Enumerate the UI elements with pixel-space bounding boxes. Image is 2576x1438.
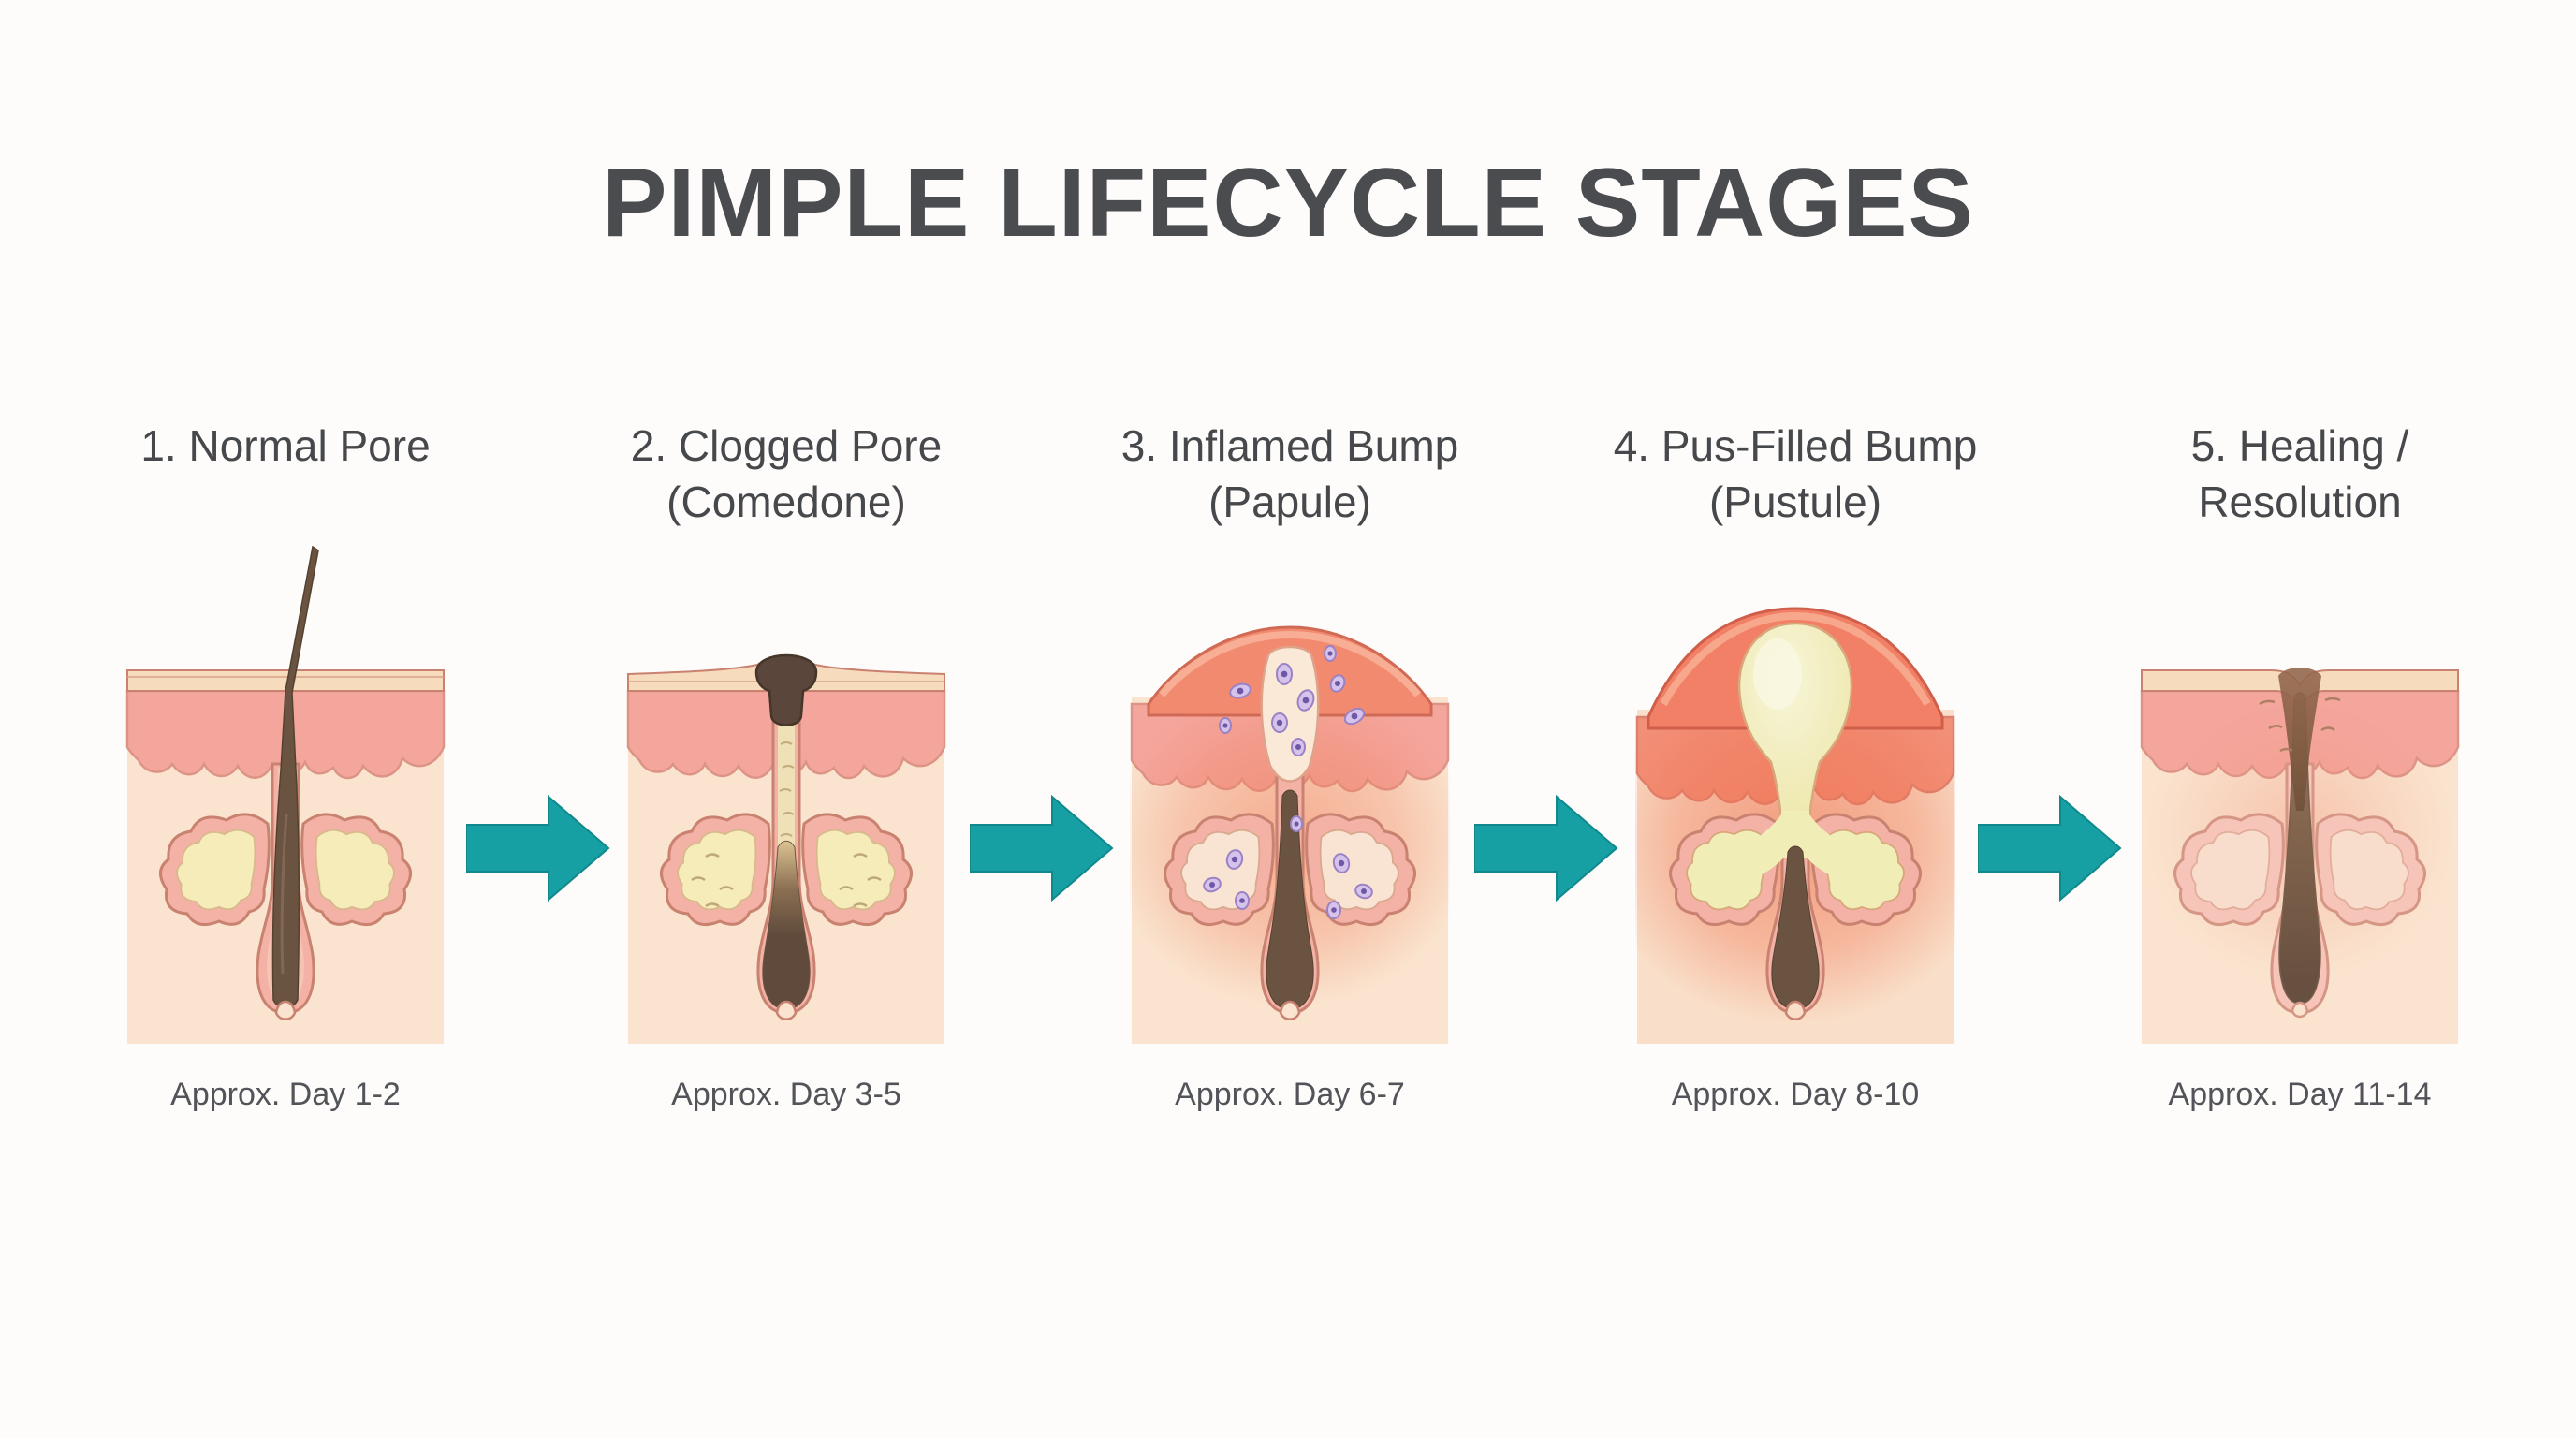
stage-1-illustration	[125, 545, 446, 1044]
stage-3-illustration	[1130, 625, 1450, 1044]
stage-caption: Approx. Day 1-2	[170, 1077, 401, 1112]
stage-caption: Approx. Day 8-10	[1671, 1077, 1920, 1112]
hair-shaft	[271, 545, 319, 1009]
stage-4-illustration	[1635, 607, 1955, 1044]
stage-5-illustration	[2140, 668, 2460, 1044]
sebaceous-gland-left	[159, 813, 271, 927]
hair-remnant	[1771, 845, 1820, 1010]
stage-label: 2. Clogged Pore (Comedone)	[630, 421, 943, 526]
stage-1-normal-pore: 1. Normal Pore Approx. Day 1-2	[66, 418, 505, 1113]
stage-caption: Approx. Day 3-5	[671, 1077, 901, 1112]
stage-label: 3. Inflamed Bump (Papule)	[1120, 421, 1459, 526]
sebaceous-gland-right	[300, 813, 412, 927]
sebaceous-gland-right	[2315, 813, 2426, 927]
stage-label: 4. Pus-Filled Bump (Pustule)	[1613, 421, 1978, 526]
comedone-plug	[754, 653, 818, 726]
stage-5-healing-resolution: 5. Healing / Resolution	[2094, 418, 2506, 1113]
sebaceous-gland-left	[2174, 813, 2285, 927]
arrow-right-icon	[466, 795, 610, 902]
arrow-right-icon	[1978, 795, 2122, 902]
stage-2-clogged-pore: 2. Clogged Pore (Comedone)	[566, 418, 1006, 1113]
stage-2-illustration	[626, 653, 946, 1044]
sebaceous-gland-left	[660, 813, 771, 927]
sebaceous-gland-right	[1305, 813, 1416, 927]
sebaceous-gland-right	[801, 813, 913, 927]
scab	[2278, 668, 2321, 811]
stage-caption: Approx. Day 6-7	[1175, 1077, 1405, 1112]
stage-label: 5. Healing / Resolution	[2190, 421, 2409, 526]
stage-3-inflamed-papule: 3. Inflamed Bump (Papule)	[1070, 418, 1510, 1113]
hair-remnant	[762, 840, 811, 1010]
immune-cells	[1203, 645, 1373, 919]
stage-label: 1. Normal Pore	[140, 421, 431, 470]
arrow-right-icon	[970, 795, 1114, 902]
hair-remnant	[1266, 789, 1314, 1010]
arrow-right-icon	[1474, 795, 1618, 902]
page-title: PIMPLE LIFECYCLE STAGES	[602, 149, 1974, 257]
stage-4-pustule: 4. Pus-Filled Bump (Pustule)	[1575, 418, 2015, 1113]
stage-caption: Approx. Day 11-14	[2168, 1077, 2432, 1112]
